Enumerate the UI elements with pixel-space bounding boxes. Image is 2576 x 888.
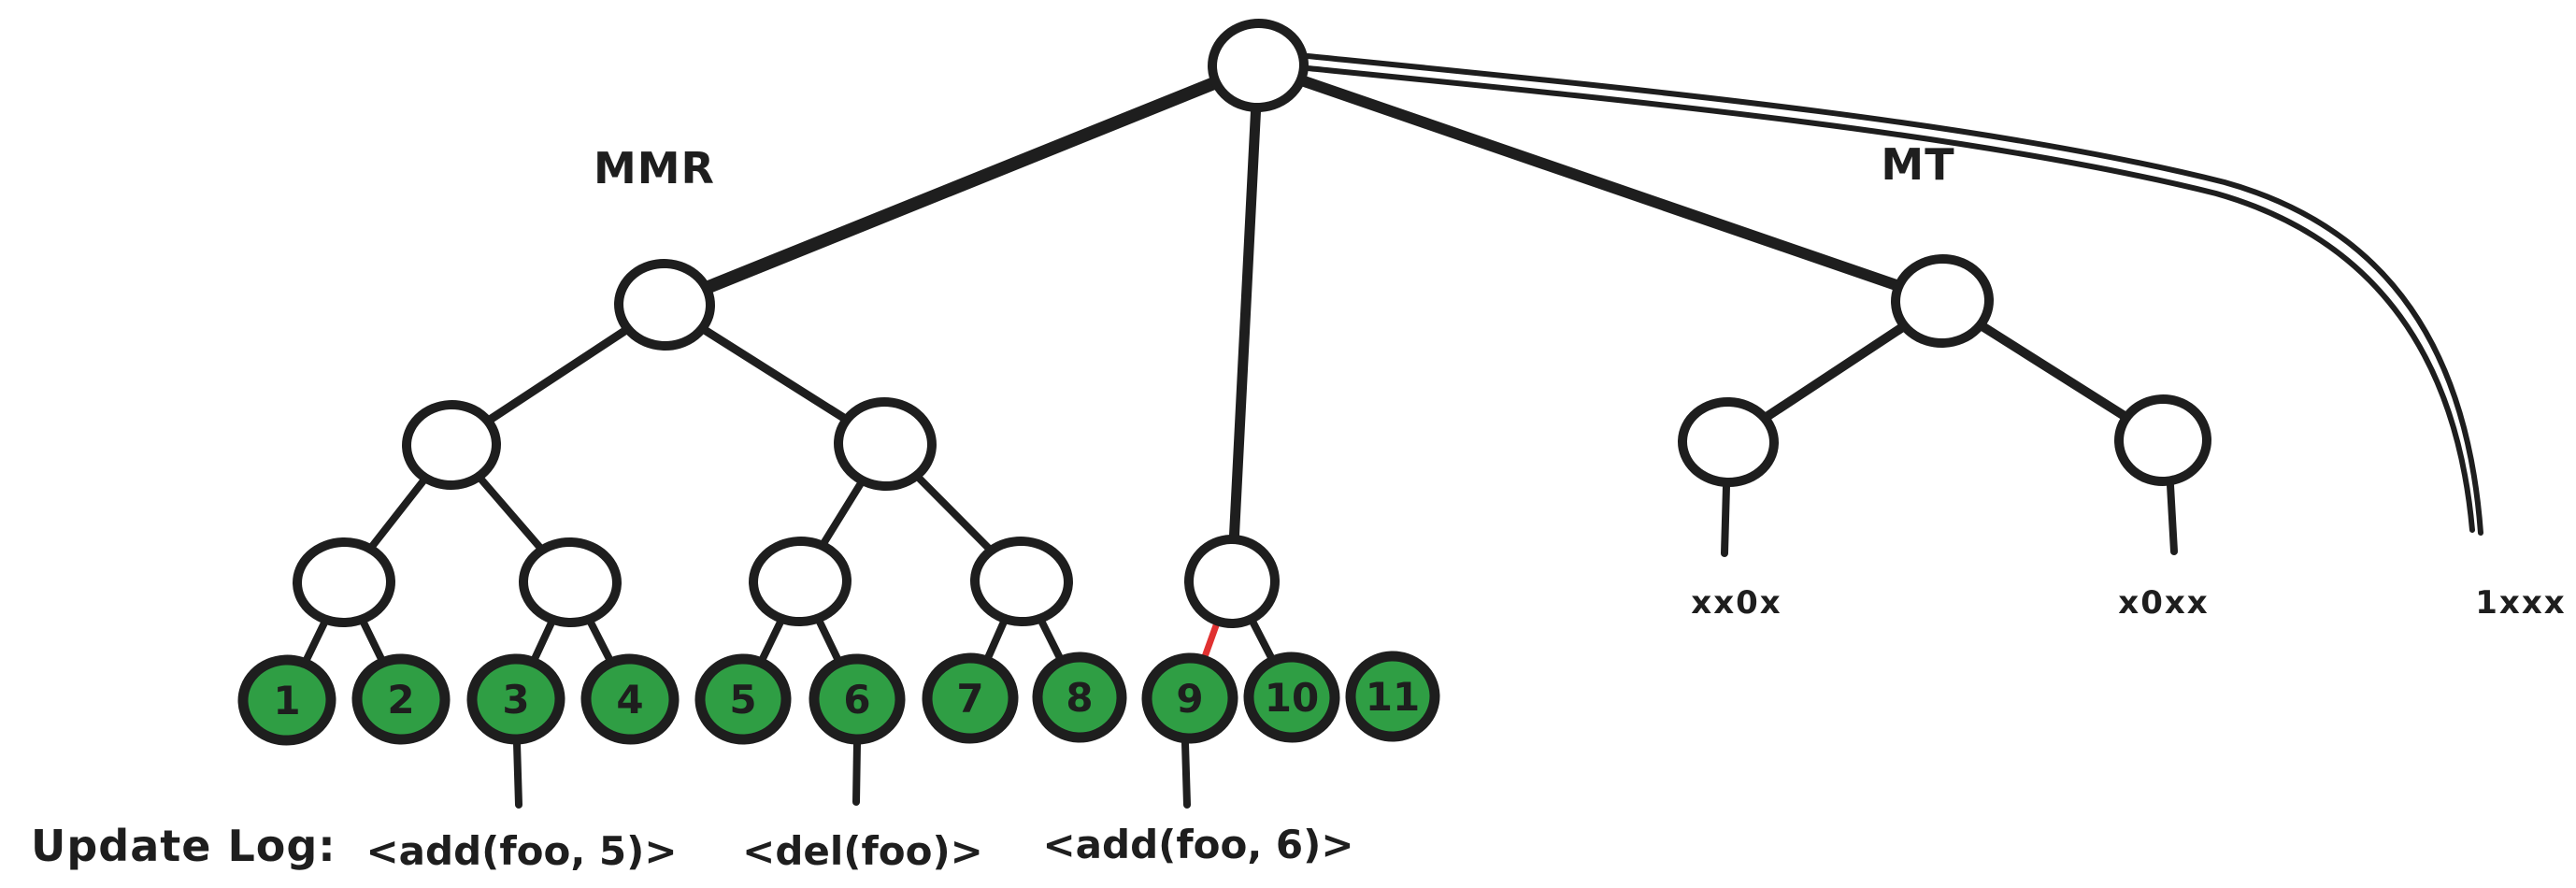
leaf-node-11 (1345, 651, 1440, 742)
mmr-p12-node (293, 537, 395, 628)
mmr-l2-right-node (834, 396, 937, 492)
leaf-label-11: 11 (1366, 674, 1420, 720)
log-tick-leaf-9 (1181, 739, 1191, 809)
leaf-node-1 (237, 654, 336, 746)
log-tick-leaf-3 (513, 739, 522, 809)
update-log-title: Update Log: (31, 821, 336, 871)
leaf-node-4 (580, 653, 680, 745)
leaf-node-3 (466, 653, 565, 745)
mt-root-node (1891, 253, 1994, 349)
mt-left-child-stub (1721, 482, 1730, 557)
mmr-p34-node (519, 537, 622, 628)
mt-right-child-stub (2167, 481, 2178, 555)
mt-label: MT (1881, 139, 1954, 190)
root-node (1208, 18, 1309, 113)
edge-root-to-mt-root (1252, 60, 1948, 307)
mt-right-child-node (2114, 394, 2211, 487)
edge-root-to-mmr-peak (658, 59, 1265, 311)
leaf-nodes (237, 651, 1440, 746)
leaf-node-8 (1032, 652, 1127, 743)
log-entry-add-foo-6: <add(foo, 6)> (1042, 822, 1353, 867)
mmr-label: MMR (594, 143, 715, 193)
leaf-node-6 (809, 653, 906, 745)
leaf-label-7: 7 (956, 676, 983, 722)
log-tick-leaf-6 (852, 739, 861, 806)
log-entry-del-foo: <del(foo)> (742, 828, 983, 874)
edge-root-to-new-leaf-curve-inner (1305, 65, 2475, 533)
leaf-node-5 (694, 653, 792, 745)
log-entry-add-foo-5: <add(foo, 5)> (365, 828, 677, 874)
mmr-peak-node (614, 258, 715, 351)
leaf-label-2: 2 (387, 677, 414, 723)
edge-root-to-new-leaf-curve-outer (1305, 53, 2483, 536)
leaf-label-5: 5 (729, 677, 756, 723)
internal-nodes (293, 18, 2211, 629)
mmr-p910-node (1184, 534, 1280, 629)
mt-left-child-node (1678, 396, 1779, 488)
leaf-label-6: 6 (843, 677, 870, 723)
mmr-p78-node (970, 536, 1073, 627)
leaf-node-10 (1243, 652, 1340, 743)
mt-leaf-label-1xxx: 1xxx (2475, 584, 2566, 622)
leaf-label-4: 4 (616, 677, 643, 723)
leaf-label-9: 9 (1176, 676, 1203, 722)
mt-leaf-label-x0xx: x0xx (2118, 584, 2209, 622)
leaf-label-8: 8 (1066, 675, 1093, 721)
leaf-node-2 (351, 653, 451, 745)
leaf-node-7 (922, 652, 1019, 744)
leaf-label-10: 10 (1265, 675, 1319, 721)
labels: 1 2 3 4 5 6 7 8 9 10 11 MMR MT xx0x x0xx… (31, 139, 2566, 874)
leaf-label-3: 3 (502, 677, 529, 723)
edge-root-to-p910 (1226, 60, 1264, 587)
mmr-p56-node (749, 536, 852, 627)
leaf-label-1: 1 (273, 678, 300, 723)
mmr-l2-left-node (402, 399, 501, 491)
mt-leaf-label-xx0x: xx0x (1691, 584, 1782, 622)
leaf-node-9 (1141, 652, 1238, 744)
